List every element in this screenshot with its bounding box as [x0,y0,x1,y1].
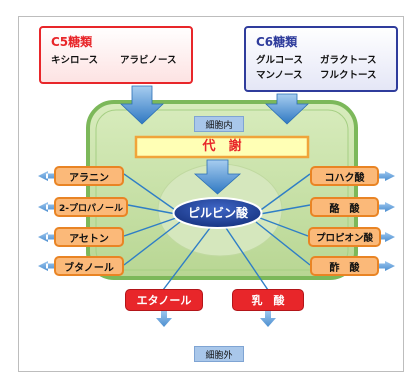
product-butyric-acid: 酪 酸 [310,197,379,217]
c5-down-arrow [120,85,164,125]
metabolism-down-arrow [193,159,242,195]
c6-sugar-4: フルクトース [320,70,377,81]
pyruvate-label: ピルビン酸 [187,206,248,220]
product-acetic-acid: 酢 酸 [310,256,379,276]
product-lactic-acid: 乳 酸 [232,289,304,311]
product-alanine: アラニン [54,166,124,186]
metabolism-label: 代 謝 [202,139,242,154]
c6-sugar-box [244,26,398,92]
product-ethanol: エタノール [125,289,203,311]
c5-sugar-2: アラビノース [120,55,177,66]
c6-sugar-3: マンノース [256,70,303,81]
product-acetone: アセトン [54,227,124,247]
outside-cell-label: 細胞外 [194,346,244,362]
product-propionic-acid: プロピオン酸 [308,227,381,247]
branch-lines [123,173,311,291]
c6-title: C6糖類 [256,35,298,49]
left-arrows [38,171,54,271]
inside-cell-label: 細胞内 [194,116,244,132]
c5-title: C5糖類 [51,35,93,49]
c5-sugar-box [39,26,193,84]
product-succinic-acid: コハク酸 [310,166,379,186]
c5-sugar-1: キシロース [51,55,99,66]
product-butanol: ブタノール [54,256,124,276]
c6-sugar-1: グルコース [256,55,303,66]
c6-sugar-2: ガラクトース [320,55,377,66]
metabolism-bar [134,135,310,159]
right-arrows [379,171,395,271]
c6-down-arrow [265,93,309,125]
product-2-propanol: 2-プロパノール [54,197,128,217]
bottom-arrows [156,311,276,327]
pyruvate-ellipse [172,197,263,229]
